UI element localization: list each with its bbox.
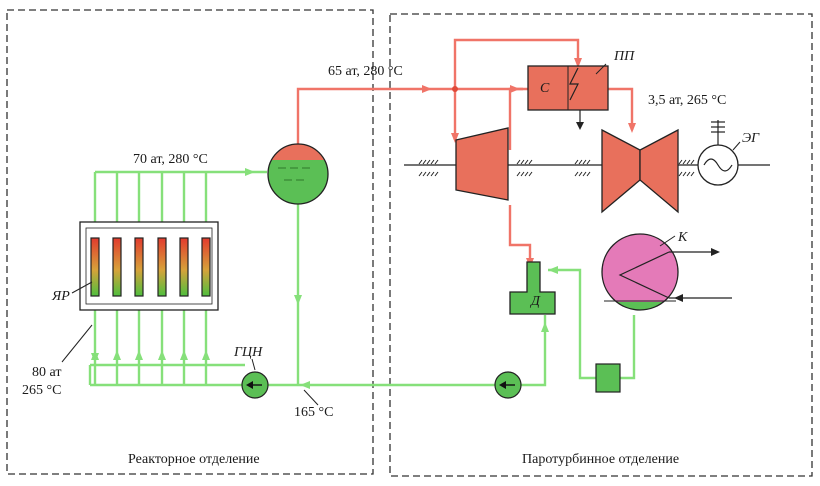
reheated-steam-params: 3,5 ат, 265 °C <box>648 93 726 108</box>
condenser: К <box>601 230 732 311</box>
electric-generator: ЭГ <box>697 120 760 186</box>
deaerator-label: Д <box>529 294 541 309</box>
water-circuit <box>88 170 636 387</box>
generator-label: ЭГ <box>742 131 760 146</box>
steam-flow-arrows <box>422 58 636 268</box>
separator-steam-params: 65 ат, 280 °C <box>328 64 403 79</box>
turbine-room-boundary <box>389 13 813 477</box>
reactor: ЯР <box>51 221 219 311</box>
reactor-core-frame <box>79 221 219 311</box>
main-circulation-pump: ГЦН <box>233 345 269 399</box>
reactor-outlet-params: 70 ат, 280 °C <box>133 152 208 167</box>
feedwater-temp: 165 °C <box>294 405 333 420</box>
reactor-label: ЯР <box>51 289 70 304</box>
separator-reheater: С ПП <box>527 49 635 130</box>
steam-circuit <box>296 38 634 265</box>
reactor-inlet-temp: 265 °C <box>22 383 61 398</box>
water-flow-arrows <box>91 168 558 389</box>
reactor-inlet-pressure: 80 ат <box>32 365 61 380</box>
condenser-label: К <box>677 230 688 245</box>
pump-arrow-icon <box>246 381 262 389</box>
turbine-room-label: Паротурбинное отделение <box>522 452 679 467</box>
main-pump-label: ГЦН <box>233 345 263 360</box>
lp-turbine <box>601 128 679 214</box>
bearing-icons <box>418 159 695 177</box>
pump-arrow-icon <box>499 381 515 389</box>
steam-header-junction <box>452 86 458 92</box>
reactor-room-boundary <box>6 9 374 475</box>
fuel-channels <box>90 237 211 297</box>
condensate-pump <box>595 363 621 393</box>
ground-icon <box>711 120 725 145</box>
separator-label: С <box>540 81 550 96</box>
reheater-label: ПП <box>613 49 635 64</box>
reactor-room-label: Реакторное отделение <box>128 452 260 467</box>
feed-pump <box>494 371 522 399</box>
separator-drum <box>267 143 329 205</box>
hp-turbine <box>455 127 509 201</box>
deaerator: Д <box>509 261 556 315</box>
sine-wave-icon <box>703 158 733 172</box>
